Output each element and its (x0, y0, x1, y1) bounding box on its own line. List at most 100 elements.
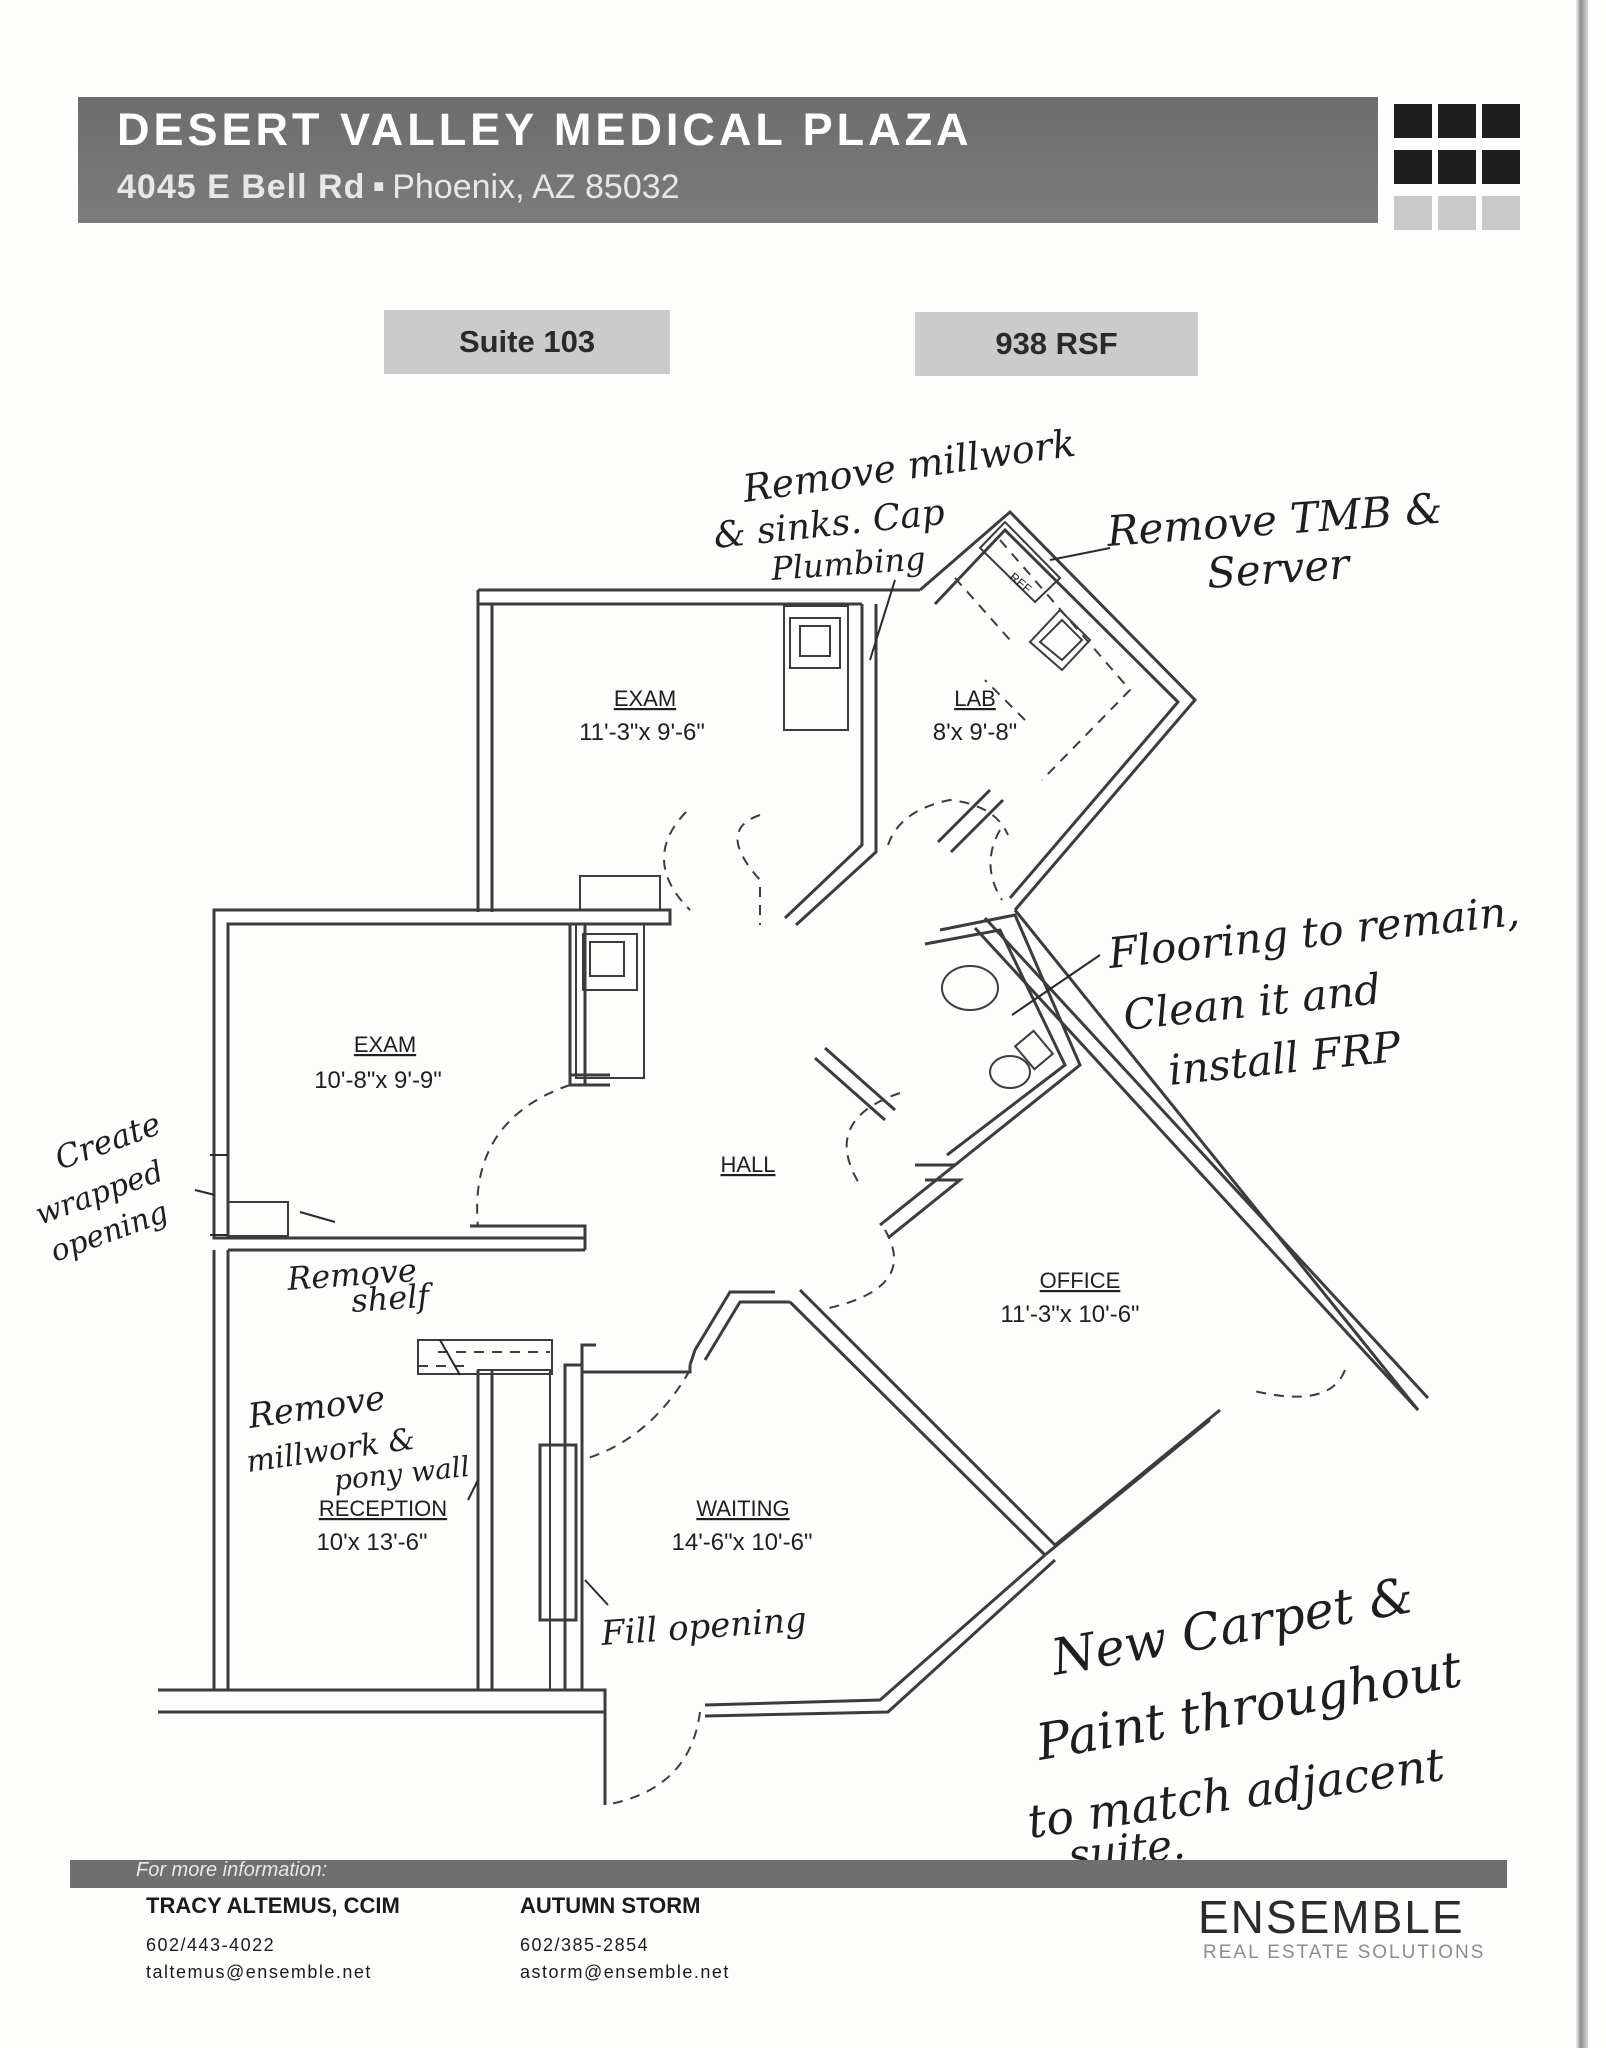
sink-icon (789, 617, 841, 669)
wall (470, 1224, 587, 1250)
note-line: install FRP (1166, 1022, 1404, 1095)
sink-basin (589, 941, 625, 977)
room-size: 10'x 13'-6" (316, 1529, 427, 1556)
room-name: RECEPTION (319, 1496, 447, 1521)
note-arrow (467, 1479, 479, 1501)
counter (477, 1369, 551, 1691)
door-swing (476, 1084, 571, 1228)
wall (580, 1343, 596, 1365)
header-banner (78, 97, 1378, 223)
note-arrow (1049, 547, 1111, 561)
wall (568, 1073, 610, 1087)
door-swing (604, 1711, 701, 1806)
rentable-area: 938 RSF (915, 312, 1198, 376)
contact-email[interactable]: taltemus@ensemble.net (146, 1962, 372, 1982)
lab-sink-basin (1038, 618, 1084, 662)
door-swing (663, 811, 761, 925)
door-swing (989, 829, 1003, 901)
casework (227, 520, 1092, 1691)
note-arrow (194, 1189, 216, 1196)
wall (1044, 1408, 1221, 1557)
wall (158, 1688, 607, 1714)
contact-email[interactable]: astorm@ensemble.net (520, 1962, 730, 1982)
room-name: HALL (720, 1152, 775, 1177)
wall (783, 604, 878, 927)
wall (704, 1553, 1057, 1718)
room-labels: EXAM 11'-3"x 9'-6" LAB 8'x 9'-8" EXAM 10… (314, 570, 1139, 1556)
counter (579, 875, 661, 911)
lab-counter-dashes (954, 539, 1132, 781)
logo-square (1482, 150, 1520, 184)
contact-phone: 602/443-4022 (146, 1935, 276, 1955)
wall (936, 788, 1005, 854)
lavatory-sink-icon (941, 965, 999, 1011)
lab-sink-icon (1028, 608, 1092, 672)
logo-square (1482, 196, 1520, 230)
room-size: 10'-8"x 9'-9" (314, 1067, 442, 1094)
room-name: EXAM (614, 686, 676, 711)
reception-dashes (418, 1351, 550, 1367)
brand-logo: ENSEMBLE (1198, 1891, 1465, 1943)
room-name: LAB (954, 686, 996, 711)
wall (879, 1163, 965, 1240)
room-size: 8'x 9'-8" (933, 719, 1017, 746)
wall (582, 1365, 692, 1374)
contact-phone: 602/385-2854 (520, 1935, 650, 1955)
room-name: OFFICE (1040, 1268, 1121, 1293)
contact-name: TRACY ALTEMUS, CCIM (146, 1893, 400, 1918)
handwritten-notes: Remove millwork & sinks. Cap Plumbing Re… (31, 421, 1522, 1880)
note-line: Server (1205, 539, 1353, 598)
footer-banner (70, 1860, 1507, 1888)
wall (1013, 909, 1420, 1411)
room-name: WAITING (696, 1496, 789, 1521)
wall (919, 509, 1198, 911)
room-name: EXAM (354, 1032, 416, 1057)
note-arrow (869, 579, 896, 661)
note-arrow (584, 1579, 609, 1606)
refrigerator-icon (978, 520, 1062, 604)
scan-page-edge (1576, 0, 1588, 2048)
logo-square (1438, 104, 1476, 138)
wall (814, 1046, 896, 1122)
counter (783, 605, 849, 731)
door-swing (887, 798, 1009, 846)
note-line: Flooring to remain, (1105, 886, 1522, 978)
counter (417, 1339, 553, 1375)
logo-square (1394, 104, 1432, 138)
sink-basin (799, 625, 831, 657)
logo-square (1394, 150, 1432, 184)
plaza-title: DESERT VALLEY MEDICAL PLAZA (117, 104, 973, 155)
contact-name: AUTUMN STORM (520, 1893, 701, 1918)
room-size: 14'-6"x 10'-6" (672, 1529, 813, 1556)
wall (563, 1363, 584, 1692)
footer-label: For more information: (136, 1859, 328, 1881)
wall (924, 913, 1082, 1167)
wall (688, 1290, 790, 1366)
room-size: 11'-3"x 10'-6" (1000, 1301, 1139, 1328)
toilet-icon (989, 1055, 1031, 1089)
suite-number: Suite 103 (384, 310, 670, 374)
wall (788, 1288, 1057, 1557)
logo-square (1394, 196, 1432, 230)
opening-marks (210, 1154, 228, 1236)
dashed-lines (418, 539, 1346, 1806)
note-arrow (1011, 954, 1101, 1016)
annotation-marks (194, 547, 1111, 1606)
wall (476, 588, 920, 912)
door-swing (819, 1229, 895, 1311)
room-size: 11'-3"x 9'-6" (579, 719, 705, 746)
note-line: Fill opening (599, 1600, 808, 1654)
wall (212, 1236, 585, 1690)
wall (476, 1370, 494, 1690)
wall (973, 916, 1430, 1412)
logo-square (1482, 104, 1520, 138)
door-swing (845, 1092, 901, 1186)
logo-square (1438, 150, 1476, 184)
note-line: Remove (285, 1251, 418, 1298)
plaza-address: 4045 E Bell Rd■Phoenix, AZ 85032 (117, 168, 680, 207)
note-arrow (439, 1339, 461, 1376)
logo-square (1438, 196, 1476, 230)
wall (538, 1443, 578, 1622)
note-arrow (299, 1211, 336, 1223)
door-swing (581, 1369, 691, 1461)
